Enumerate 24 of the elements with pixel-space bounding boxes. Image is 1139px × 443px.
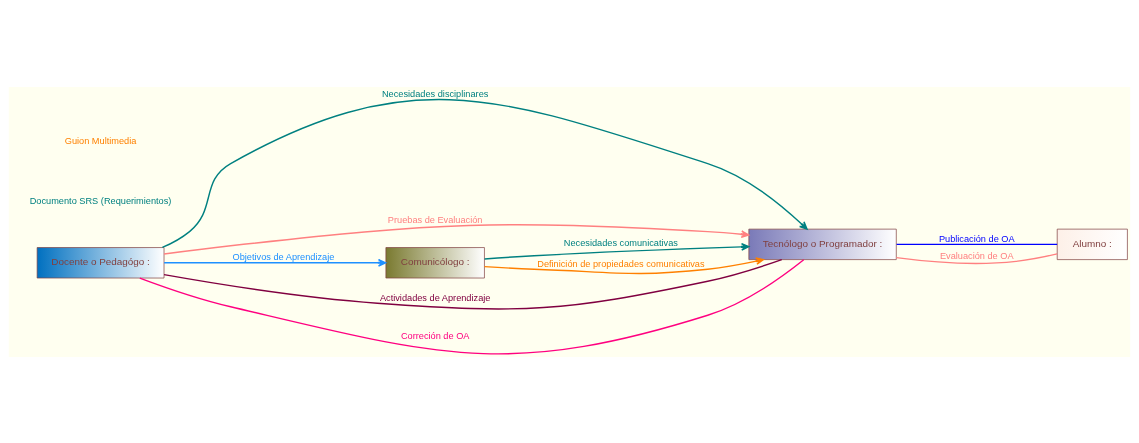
connector [163, 258, 783, 310]
arrow [163, 223, 750, 255]
node-box: Comunicólogo : [385, 246, 485, 278]
edge-label: Pruebas de Evaluación [387, 214, 483, 225]
arrow [161, 98, 808, 248]
edge-label: Correción de OA [400, 330, 470, 341]
label: Guion Multimedia [64, 135, 137, 146]
edge-label: Evaluación de OA [939, 250, 1014, 261]
arrow [483, 242, 750, 260]
edge-label: Publicación de OA [938, 233, 1015, 244]
edge-label: Actividades de Aprendizaje [379, 292, 491, 303]
connector [139, 258, 805, 355]
connector [895, 243, 1058, 245]
node-box: Docente o Pedagógo : [36, 246, 165, 278]
label: Documento SRS (Requerimientos) [29, 195, 172, 206]
node-box: Alumno : [1056, 228, 1128, 260]
edge-label: Definición de propiedades comunicativas [537, 258, 705, 269]
arrow [483, 256, 765, 274]
arrow [163, 258, 387, 267]
edge-label: Necesidades disciplinares [381, 88, 489, 99]
node-box: Tecnólogo o Programador : [748, 228, 897, 260]
edge-label: Necesidades comunicativas [563, 237, 678, 248]
edge-label: Objetivos de Aprendizaje [232, 251, 335, 262]
connector [895, 252, 1058, 264]
